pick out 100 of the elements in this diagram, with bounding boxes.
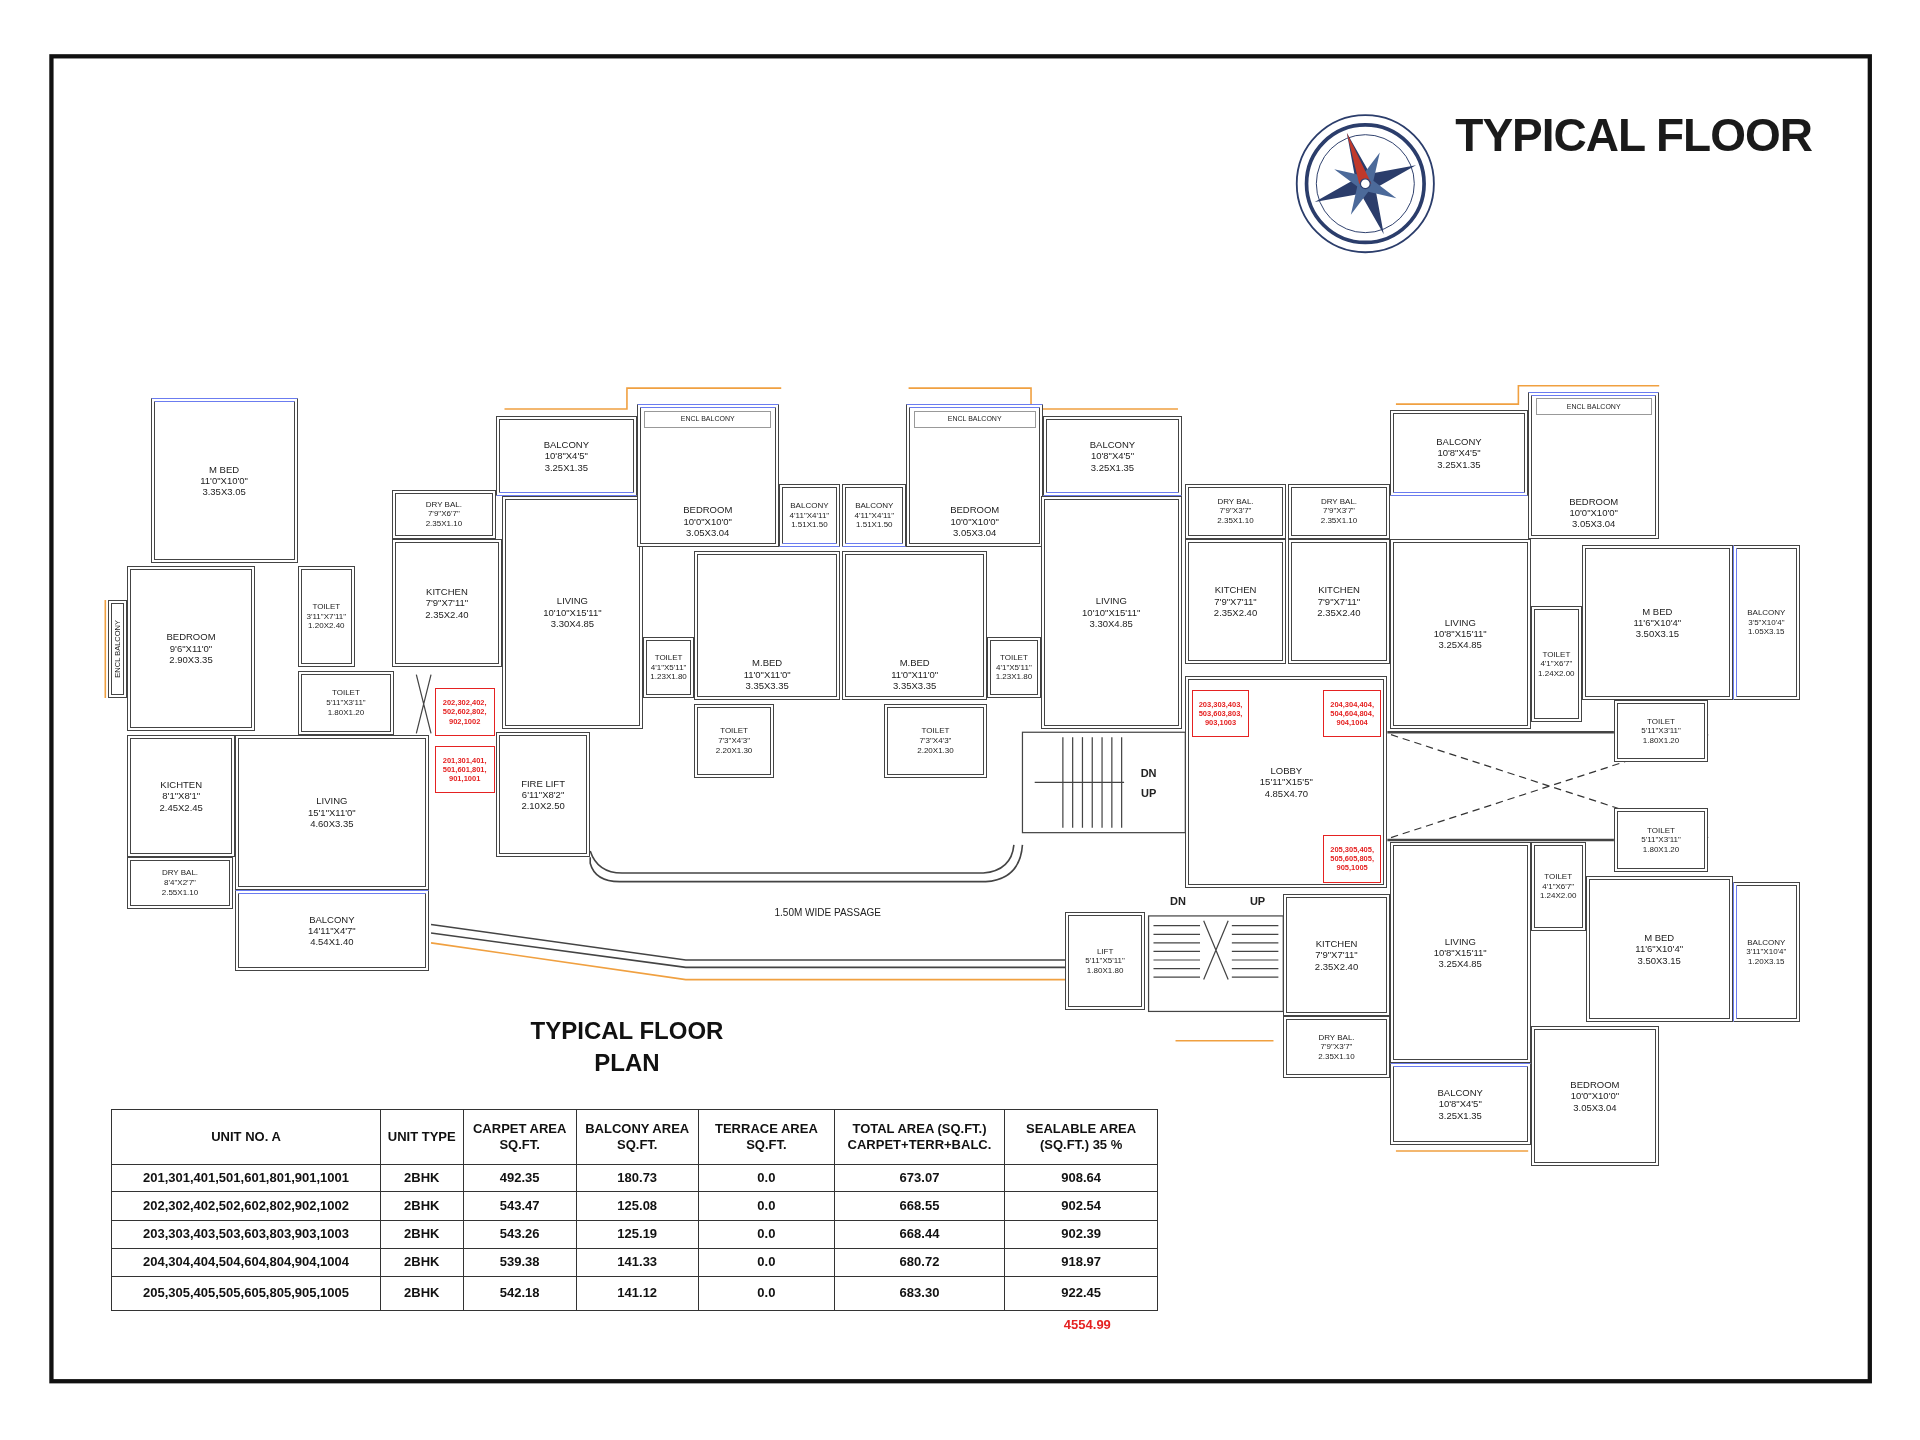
room <box>127 565 255 731</box>
room-dimension: 1.80X1.20 <box>1642 735 1680 746</box>
room-name: BEDROOM <box>166 631 216 643</box>
room-name: BALCONY <box>1436 435 1482 448</box>
room-dimension: 11'6"X10'4" <box>1635 943 1684 955</box>
room-name: KICHTEN <box>160 778 203 791</box>
room-name: TOILET <box>1647 716 1675 727</box>
room-name: KITCHEN <box>1315 938 1358 950</box>
room-name: BALCONY <box>1747 608 1786 618</box>
room-dimension: 4.60X3.35 <box>310 818 354 830</box>
room-dimension: 15'11"X15'5" <box>1259 776 1313 788</box>
table-cell: 922.45 <box>1004 1275 1159 1312</box>
room <box>1535 398 1652 416</box>
room <box>235 890 429 971</box>
room <box>1389 842 1531 1063</box>
room-name: DRY BAL. <box>1318 1032 1355 1043</box>
room-dimension: 4'1"X5'11" <box>996 662 1032 673</box>
room <box>297 671 395 735</box>
room-dimension: 7'9"X7'11" <box>1317 595 1361 607</box>
room <box>1530 842 1586 931</box>
room-name: M.BED <box>899 657 930 669</box>
room-dimension: 1.05X3.15 <box>1748 627 1785 638</box>
room-name: KITCHEN <box>1214 584 1257 596</box>
room-dimension: 7'3"X4'3" <box>718 736 750 746</box>
room-dimension: 3.25X1.35 <box>544 461 588 474</box>
room-name: BALCONY <box>309 913 355 925</box>
room-dimension: 4.54X1.40 <box>310 936 354 948</box>
room <box>297 565 356 668</box>
passage-label: 1.50M WIDE PASSAGE <box>774 906 881 918</box>
room-name: LIVING <box>316 795 348 807</box>
room-dimension: 11'6"X10'4" <box>1633 616 1682 629</box>
room-name: TOILET <box>1647 825 1675 836</box>
room <box>906 404 1044 548</box>
room-dimension: 7'9"X7'11" <box>1315 949 1358 961</box>
room-dimension: 10'0"X10'0" <box>1569 507 1618 519</box>
room-dimension: 2.90X3.35 <box>169 654 213 666</box>
room-dimension: 15'1"X11'0" <box>307 806 356 819</box>
room-name: M.BED <box>752 657 783 669</box>
room-dimension: 7'9"X3'7" <box>1323 506 1355 516</box>
room-dimension: 2.35X2.40 <box>1213 606 1258 619</box>
room-dimension: 7'9"X3'7" <box>1219 506 1252 516</box>
room-dimension: 2.35X2.40 <box>425 608 469 621</box>
room-dimension: 4'1"X6'7" <box>1540 659 1573 670</box>
stair-direction-label: DN <box>1140 766 1157 779</box>
room-dimension: 3.25X1.35 <box>1437 458 1481 471</box>
room-name: BALCONY <box>1747 937 1786 948</box>
room-dimension: 3.30X4.85 <box>1089 617 1133 630</box>
room-dimension: 10'8"X4'5" <box>1437 447 1481 459</box>
room-dimension: 4'11"X4'11" <box>789 510 830 521</box>
unit-number-tag <box>434 745 495 794</box>
room-name: BEDROOM <box>1569 495 1619 507</box>
room-dimension: 4'11"X4'11" <box>854 510 895 521</box>
room-name: LIVING <box>1095 595 1127 607</box>
room <box>127 857 233 909</box>
room <box>1389 1062 1531 1145</box>
table-header: UNIT NO. A <box>111 1109 381 1166</box>
unit-number-tag <box>1191 689 1250 738</box>
room-dimension: 3.05X3.04 <box>1572 518 1616 530</box>
unit-number-tag <box>434 688 495 736</box>
room <box>1389 410 1529 496</box>
room-name: DRY BAL. <box>1217 496 1254 507</box>
room-dimension: 4'1"X5'11" <box>650 662 687 673</box>
room <box>1185 538 1286 664</box>
room-dimension: 9'6"X11'0" <box>169 642 213 655</box>
room <box>107 600 128 698</box>
room-name: M BED <box>1642 605 1673 617</box>
room-dimension: 8'4"X2'7" <box>164 878 196 888</box>
room-dimension: 3.25X1.35 <box>1438 1109 1482 1121</box>
room <box>1288 538 1390 664</box>
room-dimension: 1.24X2.00 <box>1538 669 1575 679</box>
room-dimension: 8'1"X8'1" <box>162 790 201 802</box>
room-dimension: 10'0"X10'0" <box>1570 1090 1620 1102</box>
page-title: TYPICAL FLOOR <box>1455 108 1812 162</box>
room-dimension: 3.30X4.85 <box>550 617 595 630</box>
room-dimension: 1.80X1.80 <box>1086 966 1124 976</box>
room-dimension: 1.23X1.80 <box>650 672 687 682</box>
room <box>1288 483 1390 539</box>
room-dimension: 2.55X1.10 <box>161 887 199 898</box>
room-dimension: 7'9"X3'7" <box>1320 1042 1353 1052</box>
room-dimension: 1.51X1.50 <box>791 520 828 530</box>
room-dimension: 2.35X1.10 <box>1320 516 1358 526</box>
room-dimension: 3'11"X10'4" <box>1746 947 1787 957</box>
room <box>778 483 840 548</box>
stair-direction-label: UP <box>1249 895 1266 908</box>
room-name: BEDROOM <box>1570 1078 1620 1091</box>
room <box>502 495 643 729</box>
room-name: BALCONY <box>1437 1086 1483 1099</box>
room-name: DRY BAL. <box>1320 496 1358 507</box>
room-name: LIVING <box>1444 935 1476 947</box>
room-name: M BED <box>1644 931 1675 944</box>
room <box>986 636 1041 698</box>
room-name: DRY BAL. <box>161 868 199 879</box>
room-dimension: 10'8"X4'5" <box>544 450 588 462</box>
room <box>694 704 774 778</box>
room-dimension: 4.85X4.70 <box>1264 787 1308 799</box>
room-dimension: 6'11"X8'2" <box>521 789 565 801</box>
unit-number-tag <box>1323 834 1381 883</box>
room-name: LIFT <box>1096 946 1114 957</box>
room-dimension: 1.51X1.50 <box>856 520 893 530</box>
room <box>1613 808 1709 872</box>
